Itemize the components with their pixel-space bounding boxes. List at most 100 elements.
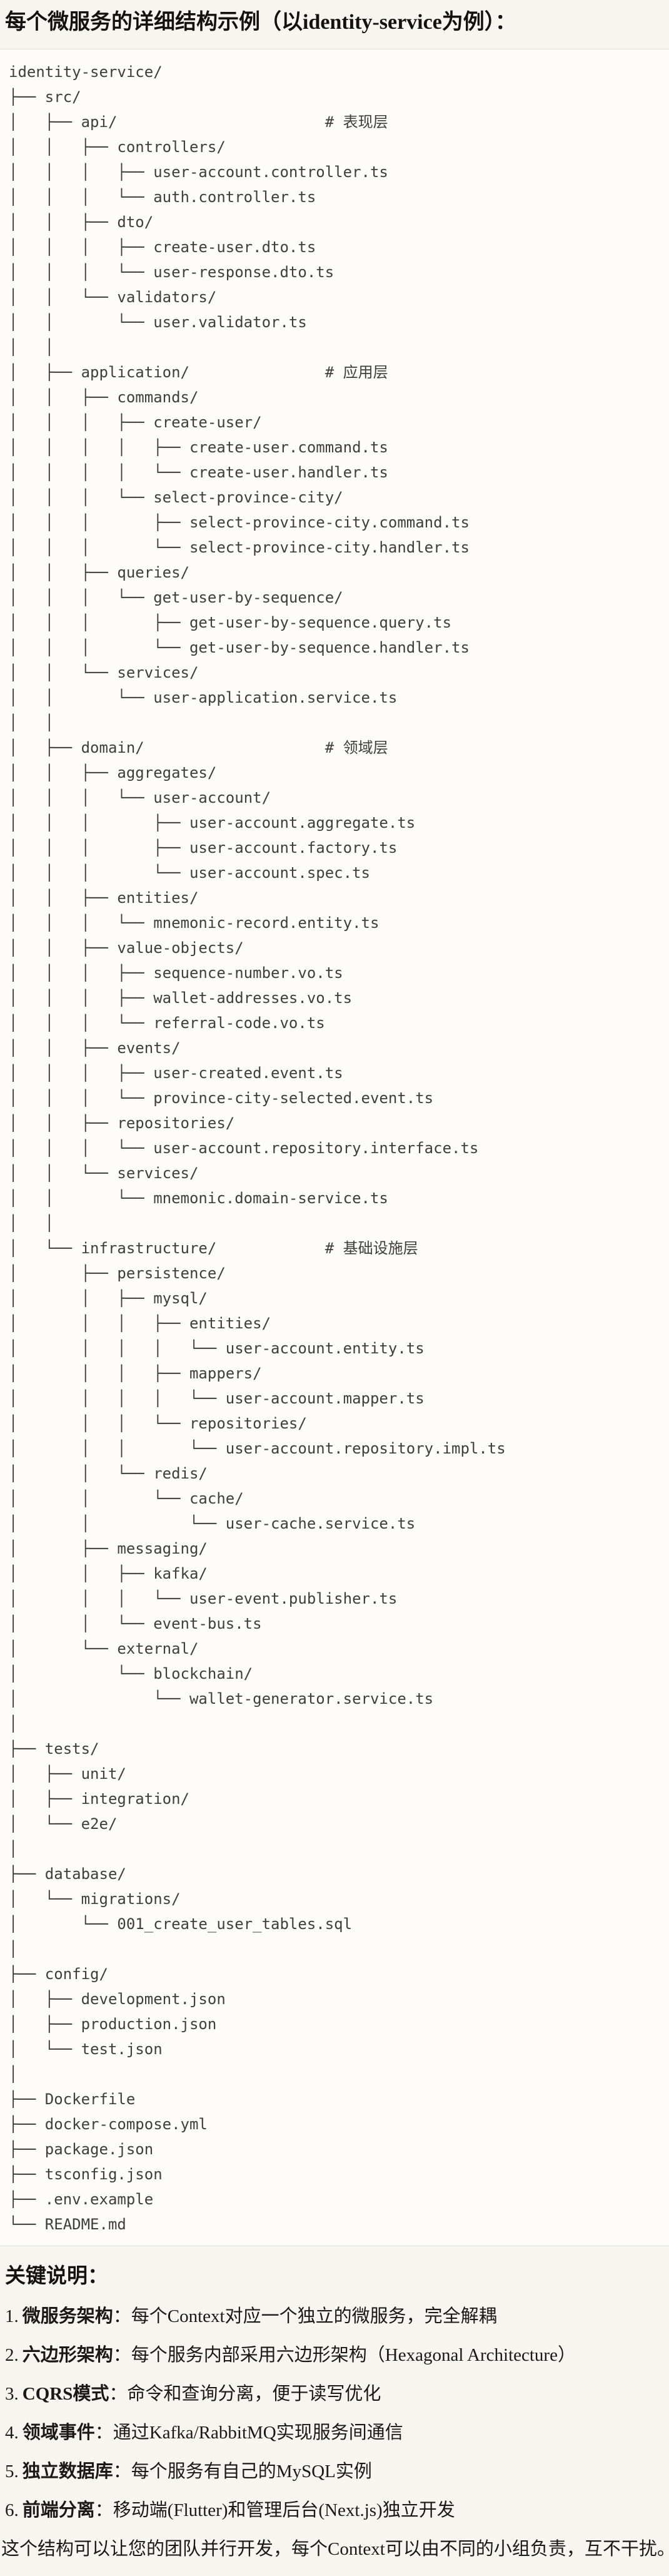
tree-line: │ │ │ └── repositories/ (9, 1415, 307, 1432)
tree-line: ├── .env.example (9, 2191, 154, 2208)
tree-line: │ │ │ └── user-account/ (9, 789, 271, 807)
note-item-text: 每个服务有自己的MySQL实例 (131, 2461, 372, 2482)
tree-line: │ │ │ ├── get-user-by-sequence.query.ts (9, 614, 452, 631)
note-item-term: 微服务架构 (22, 2306, 113, 2326)
tree-line: │ │ └── event-bus.ts (9, 1615, 262, 1632)
tree-line: │ │ │ └── select-province-city.handler.t… (9, 539, 470, 556)
note-item-separator: ： (113, 2306, 131, 2326)
tree-line: │ │ │ │ └── user-account.mapper.ts (9, 1390, 425, 1407)
note-item-number: 6. (5, 2500, 19, 2520)
tree-line: │ │ ├── repositories/ (9, 1114, 235, 1132)
note-item-separator: ： (113, 2461, 131, 2482)
tree-line: │ │ └── user-cache.service.ts (9, 1515, 416, 1532)
note-item-text: 每个Context对应一个独立的微服务，完全解耦 (131, 2306, 497, 2326)
tree-line: │ │ │ ├── mappers/ (9, 1365, 262, 1382)
note-item: 6.前端分离：移动端(Flutter)和管理后台(Next.js)独立开发 (5, 2498, 663, 2523)
page-title: 每个微服务的详细结构示例（以identity-service为例）： (5, 11, 516, 34)
tree-line: │ │ │ └── province-city-selected.event.t… (9, 1089, 434, 1107)
tree-line: │ │ └── services/ (9, 1164, 199, 1182)
notes-heading: 关键说明： (5, 2265, 108, 2288)
tree-line: │ └── e2e/ (9, 1815, 118, 1833)
tree-line: │ │ │ ├── entities/ (9, 1315, 271, 1332)
tree-line: │ ├── domain/ # 领域层 (9, 739, 388, 756)
tree-line: │ │ └── cache/ (9, 1490, 244, 1507)
tree-line: │ │ ├── entities/ (9, 889, 199, 907)
tree-line: │ │ (9, 339, 54, 356)
tree-line: │ └── 001_create_user_tables.sql (9, 1915, 353, 1933)
tree-line: │ │ └── user.validator.ts (9, 313, 307, 331)
tree-line: │ │ │ └── user-account.repository.interf… (9, 1139, 479, 1157)
tree-line: │ ├── messaging/ (9, 1540, 208, 1557)
tree-line: │ │ ├── value-objects/ (9, 939, 244, 957)
tree-line: │ (9, 1840, 18, 1858)
tree-line: │ │ ├── commands/ (9, 389, 199, 406)
tree-line: │ ├── persistence/ (9, 1265, 226, 1282)
tree-line: │ │ │ └── user-response.dto.ts (9, 263, 334, 281)
tree-line: │ │ │ └── referral-code.vo.ts (9, 1014, 325, 1032)
note-item-text: 移动端(Flutter)和管理后台(Next.js)独立开发 (113, 2500, 455, 2520)
tree-line: ├── database/ (9, 1865, 126, 1883)
tree-line: ├── docker-compose.yml (9, 2115, 208, 2133)
tree-line: │ │ │ ├── select-province-city.command.t… (9, 514, 470, 531)
tree-line: │ │ │ ├── user-account.factory.ts (9, 839, 398, 857)
tree-line: │ │ ├── events/ (9, 1039, 181, 1057)
tree-line: │ (9, 1715, 18, 1733)
tree-line: │ │ ├── dto/ (9, 213, 154, 231)
tree-line: ├── tsconfig.json (9, 2166, 163, 2183)
tree-line: ├── config/ (9, 1965, 108, 1983)
tree-line: │ │ ├── aggregates/ (9, 764, 217, 781)
footer-paragraph: 这个结构可以让您的团队并行开发，每个Context可以由不同的小组负责，互不干扰… (1, 2539, 669, 2559)
note-item-term: 六边形架构 (22, 2345, 113, 2365)
tree-line: │ ├── production.json (9, 2015, 217, 2033)
tree-line: │ │ │ ├── user-account.aggregate.ts (9, 814, 416, 832)
tree-line: │ │ (9, 1214, 54, 1232)
tree-line: │ └── test.json (9, 2040, 163, 2058)
tree-line: │ │ │ ├── create-user.dto.ts (9, 238, 316, 256)
tree-line: │ │ │ └── auth.controller.ts (9, 188, 316, 206)
note-item-term: 独立数据库 (22, 2461, 113, 2482)
tree-line: │ │ │ └── mnemonic-record.entity.ts (9, 914, 380, 932)
tree-line: │ │ ├── queries/ (9, 564, 189, 581)
note-item-separator: ： (94, 2423, 113, 2443)
tree-line: │ ├── application/ # 应用层 (9, 364, 388, 381)
tree-line: │ │ │ ├── user-created.event.ts (9, 1064, 343, 1082)
tree-line: │ │ └── redis/ (9, 1465, 208, 1482)
note-item-separator: ： (94, 2500, 113, 2520)
tree-line: │ │ │ ├── create-user/ (9, 414, 262, 431)
note-item-separator: ： (113, 2345, 131, 2365)
note-item: 5.独立数据库：每个服务有自己的MySQL实例 (5, 2459, 663, 2484)
tree-line: │ │ ├── controllers/ (9, 138, 226, 156)
tree-line: │ │ │ │ └── user-account.entity.ts (9, 1340, 425, 1357)
note-item-number: 1. (5, 2306, 19, 2326)
tree-line: │ └── blockchain/ (9, 1665, 253, 1683)
tree-line: │ │ │ └── get-user-by-sequence/ (9, 589, 343, 606)
tree-line: │ └── external/ (9, 1640, 199, 1657)
tree-line: │ │ │ └── get-user-by-sequence.handler.t… (9, 639, 470, 656)
note-item: 1.微服务架构：每个Context对应一个独立的微服务，完全解耦 (5, 2304, 663, 2329)
tree-line: ├── src/ (9, 88, 81, 106)
tree-line: ├── tests/ (9, 1740, 99, 1758)
tree-line: │ │ │ └── user-account.repository.impl.t… (9, 1440, 506, 1457)
note-item: 2.六边形架构：每个服务内部采用六边形架构（Hexagonal Architec… (5, 2343, 663, 2368)
tree-line: │ │ └── services/ (9, 664, 199, 681)
note-item-term: 前端分离 (22, 2500, 95, 2520)
tree-line: ├── Dockerfile (9, 2090, 136, 2108)
tree-line: │ └── wallet-generator.service.ts (9, 1690, 434, 1708)
directory-tree-code-block: identity-service/├── src/│ ├── api/ # 表现… (0, 49, 669, 2246)
note-item-number: 2. (5, 2345, 19, 2365)
note-item-term: CQRS模式 (22, 2384, 109, 2404)
tree-line: │ ├── development.json (9, 1990, 226, 2008)
tree-line: │ └── infrastructure/ # 基础设施层 (9, 1240, 418, 1257)
note-item-number: 4. (5, 2423, 19, 2443)
tree-line: │ ├── integration/ (9, 1790, 189, 1808)
note-item-text: 通过Kafka/RabbitMQ实现服务间通信 (113, 2423, 403, 2443)
note-item: 3.CQRS模式：命令和查询分离，便于读写优化 (5, 2381, 663, 2406)
tree-line: │ │ │ └── select-province-city/ (9, 489, 343, 506)
tree-line: │ ├── unit/ (9, 1765, 126, 1783)
note-item: 4.领域事件：通过Kafka/RabbitMQ实现服务间通信 (5, 2420, 663, 2445)
tree-line: │ │ └── mnemonic.domain-service.ts (9, 1189, 388, 1207)
note-item-text: 命令和查询分离，便于读写优化 (127, 2384, 381, 2404)
tree-line: │ │ (9, 714, 54, 731)
tree-line: │ │ │ └── user-event.publisher.ts (9, 1590, 398, 1607)
